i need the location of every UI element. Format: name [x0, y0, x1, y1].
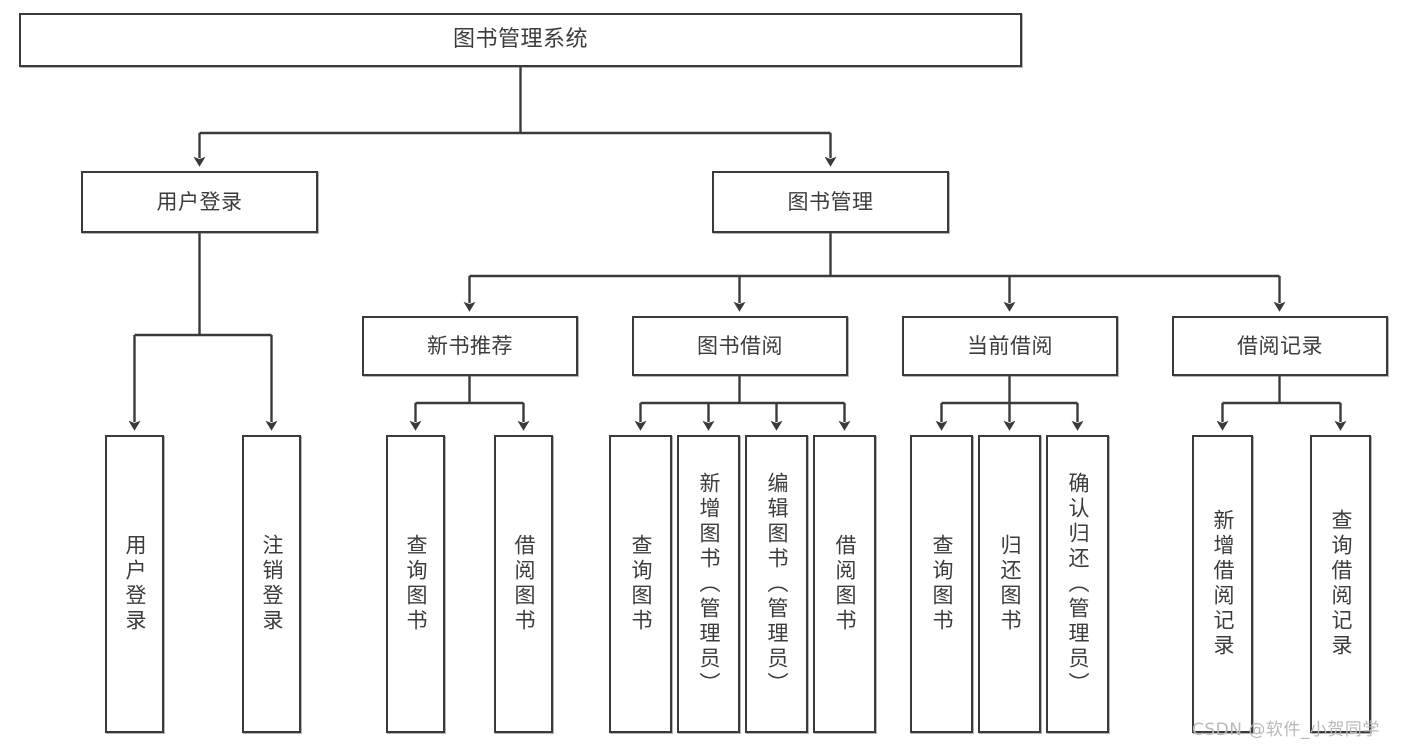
leaf-add-borrow-record[interactable]: 新增借阅记录 [1192, 435, 1253, 733]
node-user-login[interactable]: 用户登录 [81, 171, 318, 233]
node-label: 新增借阅记录 [1211, 509, 1235, 659]
leaf-query-book-recommend[interactable]: 查询图书 [386, 435, 445, 733]
node-label: 注销登录 [260, 534, 284, 634]
node-label: 编辑图书（管理员） [765, 471, 789, 697]
node-label: 用户登录 [123, 534, 147, 634]
leaf-borrow-book[interactable]: 借阅图书 [813, 435, 876, 733]
node-label: 用户登录 [156, 189, 243, 214]
node-borrow-record[interactable]: 借阅记录 [1172, 316, 1388, 376]
node-label: 新书推荐 [427, 333, 513, 358]
leaf-add-book[interactable]: 新增图书（管理员） [677, 435, 740, 733]
node-label: 图书管理系统 [452, 27, 588, 53]
leaf-query-book-current[interactable]: 查询图书 [910, 435, 973, 733]
leaf-edit-book[interactable]: 编辑图书（管理员） [745, 435, 808, 733]
node-label: 图书借阅 [697, 333, 783, 358]
leaf-logout-login[interactable]: 注销登录 [242, 435, 301, 733]
node-label: 查询图书 [404, 534, 428, 634]
leaf-query-borrow-record[interactable]: 查询借阅记录 [1310, 435, 1371, 733]
leaf-return-book[interactable]: 归还图书 [978, 435, 1041, 733]
leaf-query-book-borrow[interactable]: 查询图书 [609, 435, 672, 733]
node-label: 查询图书 [629, 534, 653, 634]
node-new-book-recommend[interactable]: 新书推荐 [362, 316, 578, 376]
node-label: 查询借阅记录 [1329, 509, 1353, 659]
node-label: 查询图书 [930, 534, 954, 634]
node-root-system[interactable]: 图书管理系统 [19, 13, 1022, 67]
node-label: 借阅记录 [1237, 333, 1323, 358]
node-label: 归还图书 [998, 534, 1022, 634]
node-label: 当前借阅 [967, 333, 1053, 358]
node-label: 新增图书（管理员） [697, 471, 721, 697]
leaf-confirm-return[interactable]: 确认归还（管理员） [1046, 435, 1109, 733]
node-label: 图书管理 [787, 189, 874, 214]
node-book-borrow[interactable]: 图书借阅 [632, 316, 848, 376]
csdn-watermark: CSDN @软件_小贺同学 [1192, 720, 1380, 740]
node-label: 借阅图书 [512, 534, 536, 634]
node-label: 借阅图书 [833, 534, 857, 634]
node-label: 确认归还（管理员） [1066, 471, 1090, 697]
leaf-user-login[interactable]: 用户登录 [105, 435, 164, 733]
node-book-management[interactable]: 图书管理 [712, 171, 949, 233]
node-current-borrow[interactable]: 当前借阅 [902, 316, 1118, 376]
leaf-borrow-book-recommend[interactable]: 借阅图书 [494, 435, 553, 733]
